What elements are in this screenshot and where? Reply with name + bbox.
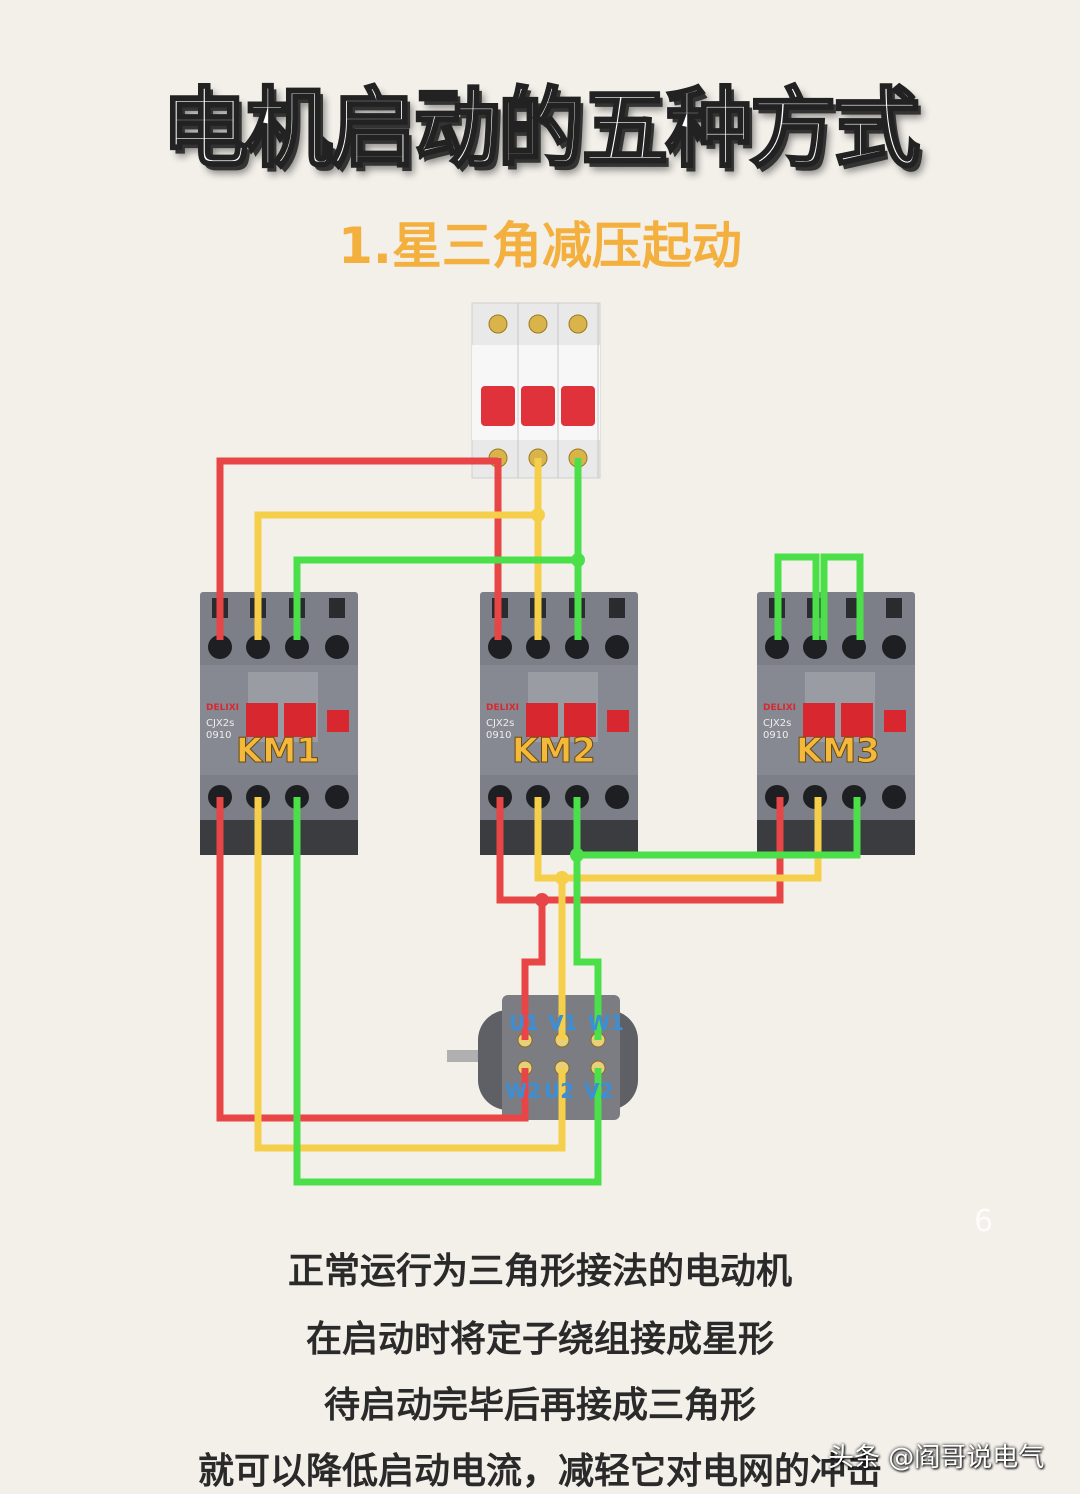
brand-logo: DELIXI <box>486 703 519 713</box>
breaker-toggle <box>561 386 595 426</box>
terminal-label: U2 <box>544 1079 574 1103</box>
terminal-label: V2 <box>584 1079 613 1103</box>
terminal-label: W2 <box>505 1079 541 1103</box>
wire-phase-l3 <box>293 458 864 1186</box>
description-line-3: 待启动完毕后再接成三角形 <box>323 1385 756 1426</box>
circuit-breaker <box>471 302 601 479</box>
junction-dot <box>570 848 584 862</box>
brand-logo: DELIXI <box>206 703 239 713</box>
contactor-label: KM1 <box>236 731 320 771</box>
contactor-label: KM2 <box>512 731 596 771</box>
junction-dot <box>571 553 585 567</box>
page-title: 电机启动的五种方式 <box>161 78 922 181</box>
junction-dot <box>555 871 569 885</box>
code-label: 0910 <box>206 730 231 741</box>
model-label: CJX2s <box>486 718 514 729</box>
terminal-label: U1 <box>509 1011 539 1035</box>
breaker-toggle <box>481 386 515 426</box>
terminal-screw-icon <box>528 314 548 334</box>
page-number: 6 <box>974 1204 994 1239</box>
terminal-label: W1 <box>588 1011 624 1035</box>
description-line-4: 就可以降低启动电流，减轻它对电网的冲击 <box>197 1451 882 1492</box>
terminal-screw-icon <box>568 314 588 334</box>
wire-phase-l2 <box>254 458 822 1152</box>
contactor-label: KM3 <box>796 731 880 771</box>
breaker-toggle <box>521 386 555 426</box>
wire-phase-l1 <box>216 457 784 1122</box>
description-line-1: 正常运行为三角形接法的电动机 <box>287 1251 792 1292</box>
description-line-2: 在启动时将定子绕组接成星形 <box>305 1319 774 1360</box>
terminal-screw-icon <box>488 314 508 334</box>
code-label: 0910 <box>763 730 788 741</box>
model-label: CJX2s <box>206 718 234 729</box>
code-label: 0910 <box>486 730 511 741</box>
terminal-label: V1 <box>548 1011 577 1035</box>
junction-dot <box>531 508 545 522</box>
junction-dot <box>535 893 549 907</box>
watermark: 头条 @阎哥说电气 <box>828 1443 1045 1473</box>
section-subtitle: 1.星三角减压起动 <box>338 217 742 275</box>
model-label: CJX2s <box>763 718 791 729</box>
brand-logo: DELIXI <box>763 703 796 713</box>
